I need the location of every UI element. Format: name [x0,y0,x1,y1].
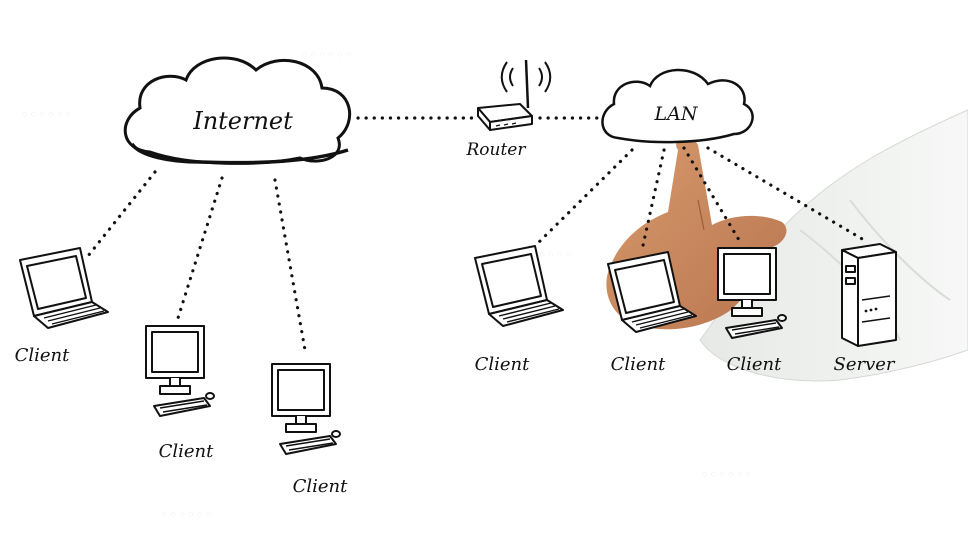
svg-text:◦◦◦◦◦◦: ◦◦◦◦◦◦ [300,46,353,64]
server: Server [833,243,897,375]
svg-text:◦◦◦◦◦◦: ◦◦◦◦◦◦ [160,506,213,524]
link-internet-client-3 [273,178,307,352]
client-label: Client [293,476,349,497]
antenna-icon [524,59,530,109]
lan-client-2: Client [607,251,697,375]
link-lan-client-1 [534,148,634,247]
internet-client-3: Client [271,363,349,497]
connectors [86,116,866,352]
link-internet-client-1 [86,170,157,258]
client-label: Client [727,354,783,375]
lan-client-3: Client [717,247,787,375]
router-label: Router [465,140,526,160]
internet-client-2: Client [145,325,215,462]
server-tower-icon [841,243,897,347]
svg-text:◦◦◦◦◦◦: ◦◦◦◦◦◦ [20,106,73,124]
internet-cloud: Internet [123,56,352,165]
pointing-hand [606,109,968,382]
lan-label: LAN [654,103,699,125]
client-label: Client [611,354,667,375]
link-lan-server [706,146,866,242]
link-internet-client-2 [176,176,224,320]
svg-text:◦◦◦◦◦◦: ◦◦◦◦◦◦ [700,466,753,484]
lan-cloud: LAN [601,68,754,144]
server-label: Server [833,354,895,375]
desktop-computer-icon [145,325,215,417]
client-label: Client [159,441,215,462]
laptop-icon [19,247,109,329]
link-lan-client-2 [640,148,666,252]
internet-client-1: Client [15,247,109,366]
lan-client-1: Client [474,245,564,375]
client-label: Client [475,354,531,375]
router: Router [465,59,552,160]
client-label: Client [15,345,71,366]
link-lan-client-3 [682,146,744,247]
desktop-computer-icon [271,363,341,455]
internet-label: Internet [192,107,293,135]
